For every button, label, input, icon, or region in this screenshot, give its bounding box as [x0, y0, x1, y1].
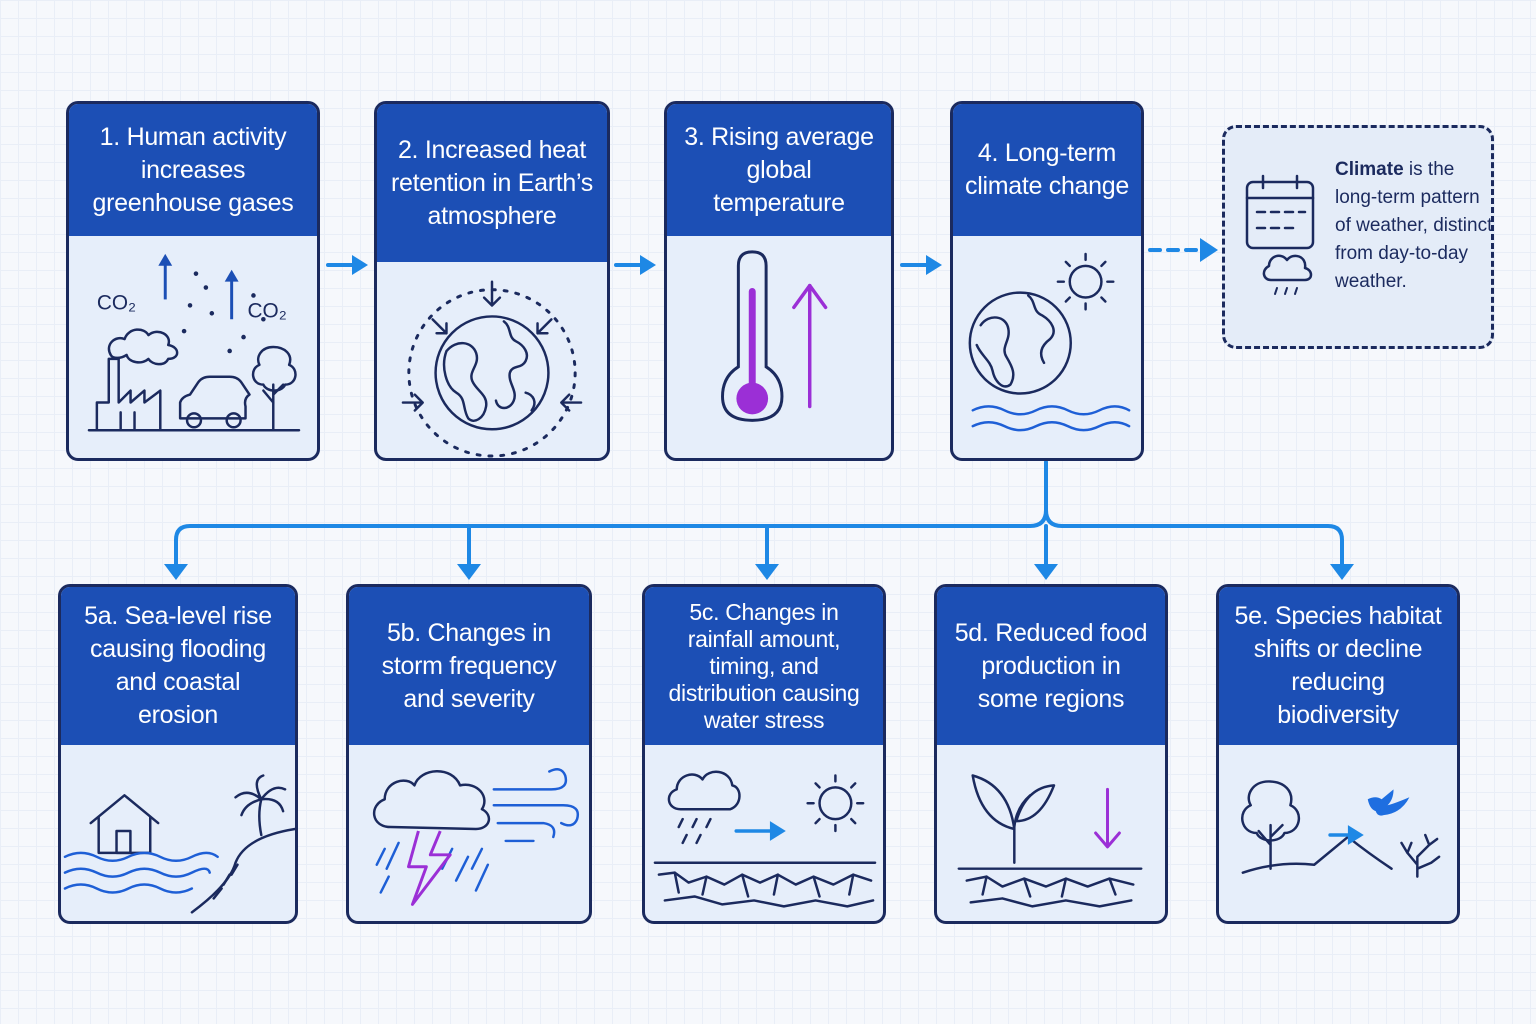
climate-definition-text: Climate is the long-term pattern of weat…: [1335, 156, 1495, 296]
step-2-label: 2. Increased heat retention in Earth’s a…: [391, 135, 593, 230]
palm-tree-icon: [234, 774, 287, 837]
step-2-illustration: [377, 262, 607, 458]
earth-icon: [434, 315, 550, 431]
impact-5d-label: 5d. Reduced food production in some regi…: [954, 618, 1148, 713]
lightning-icon: [407, 830, 452, 906]
cracked-ground-icon: [957, 867, 1143, 908]
step-3-illustration: [667, 236, 891, 458]
house-icon: [89, 794, 160, 855]
climate-definition-note: Climate is the long-term pattern of weat…: [1222, 125, 1494, 349]
step-1-title: 1. Human activity increases greenhouse g…: [69, 104, 317, 236]
sun-icon: [806, 774, 865, 833]
step-4-title: 4. Long-term climate change: [953, 104, 1141, 236]
car-icon: [178, 375, 251, 429]
calendar-icon: [1245, 174, 1315, 295]
impact-5b-title: 5b. Changes in storm frequency and sever…: [349, 587, 589, 745]
bird-icon: [1367, 789, 1410, 816]
impact-5e-label: 5e. Species habitat shifts or decline re…: [1234, 602, 1442, 729]
impact-5a-label: 5a. Sea-level rise causing flooding and …: [84, 602, 272, 729]
impact-5a-card: 5a. Sea-level rise causing flooding and …: [58, 584, 298, 924]
coral-icon: [1400, 833, 1441, 878]
climate-term: Climate: [1335, 159, 1404, 180]
tree-icon: [251, 345, 297, 432]
impact-5d-title: 5d. Reduced food production in some regi…: [937, 587, 1165, 745]
earth-icon: [968, 291, 1072, 395]
step-3-label: 3. Rising average global temperature: [684, 122, 874, 217]
co2-label-right: CO₂: [248, 299, 287, 322]
sun-icon: [1056, 252, 1115, 311]
impact-5e-card: 5e. Species habitat shifts or decline re…: [1216, 584, 1460, 924]
sprout-icon: [971, 774, 1056, 864]
step-1-label: 1. Human activity increases greenhouse g…: [92, 122, 294, 217]
factory-icon: [95, 328, 179, 432]
impact-5c-illustration: [645, 745, 883, 921]
cloud-icon: [667, 770, 741, 811]
impact-5e-illustration: [1219, 745, 1457, 921]
impact-5b-illustration: [349, 745, 589, 921]
impact-5c-title: 5c. Changes in rainfall amount, timing, …: [645, 587, 883, 745]
cloud-icon: [373, 770, 491, 831]
co2-label-left: CO₂: [97, 291, 136, 314]
impact-5a-illustration: [61, 745, 295, 921]
impact-5b-label: 5b. Changes in storm frequency and sever…: [381, 618, 557, 713]
thermometer-icon: [721, 250, 784, 422]
impact-5b-card: 5b. Changes in storm frequency and sever…: [346, 584, 592, 924]
step-1-illustration: CO₂ CO₂: [69, 236, 317, 458]
step-4-illustration: [953, 236, 1141, 458]
impact-5c-label: 5c. Changes in rainfall amount, timing, …: [668, 598, 860, 733]
step-4-card: 4. Long-term climate change: [950, 101, 1144, 461]
step-4-label: 4. Long-term climate change: [965, 139, 1129, 200]
impact-5e-title: 5e. Species habitat shifts or decline re…: [1219, 587, 1457, 745]
cracked-ground-icon: [653, 861, 877, 908]
step-2-title: 2. Increased heat retention in Earth’s a…: [377, 104, 607, 262]
step-3-card: 3. Rising average global temperature: [664, 101, 894, 461]
wind-icon: [492, 768, 579, 843]
climate-definition: is the long-term pattern of weather, dis…: [1335, 159, 1493, 292]
step-1-card: 1. Human activity increases greenhouse g…: [66, 101, 320, 461]
impact-5d-card: 5d. Reduced food production in some regi…: [934, 584, 1168, 924]
impact-5a-title: 5a. Sea-level rise causing flooding and …: [61, 587, 295, 745]
impact-5c-card: 5c. Changes in rainfall amount, timing, …: [642, 584, 886, 924]
step-3-title: 3. Rising average global temperature: [667, 104, 891, 236]
cloud-icon: [1262, 254, 1313, 282]
tree-icon: [1241, 780, 1301, 870]
step-2-card: 2. Increased heat retention in Earth’s a…: [374, 101, 610, 461]
impact-5d-illustration: [937, 745, 1165, 921]
